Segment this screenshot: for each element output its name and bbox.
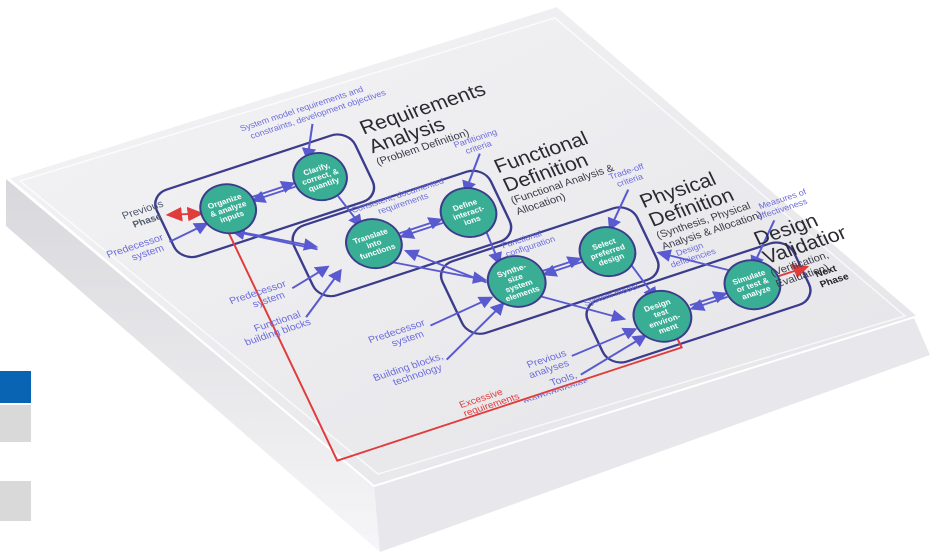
node-organize-inputs [199,183,258,235]
grey-block [0,481,31,521]
node-clarify [292,152,348,202]
grey-block [0,405,31,442]
node-design-test-env [632,290,693,343]
node-simulate [723,259,782,311]
diagram-sheet: Organize & analyze inputs Clarify, corre… [10,0,872,519]
node-select-design [578,226,637,277]
functional-definition-box [291,169,513,298]
node-translate [345,218,403,270]
requirements-analysis-box [154,133,376,259]
physical-definition-box [439,206,660,335]
node-define-interactions [439,187,498,238]
edge-label: System model [582,281,640,308]
slab-top [5,4,921,488]
slab-front-edge [6,179,380,552]
systems-engineering-diagram: Organize & analyze inputs Clarify, corre… [105,79,855,462]
node-synthesize [486,255,547,308]
accent-block [0,371,31,403]
slab-right-edge [374,318,930,552]
nodes [199,152,782,343]
